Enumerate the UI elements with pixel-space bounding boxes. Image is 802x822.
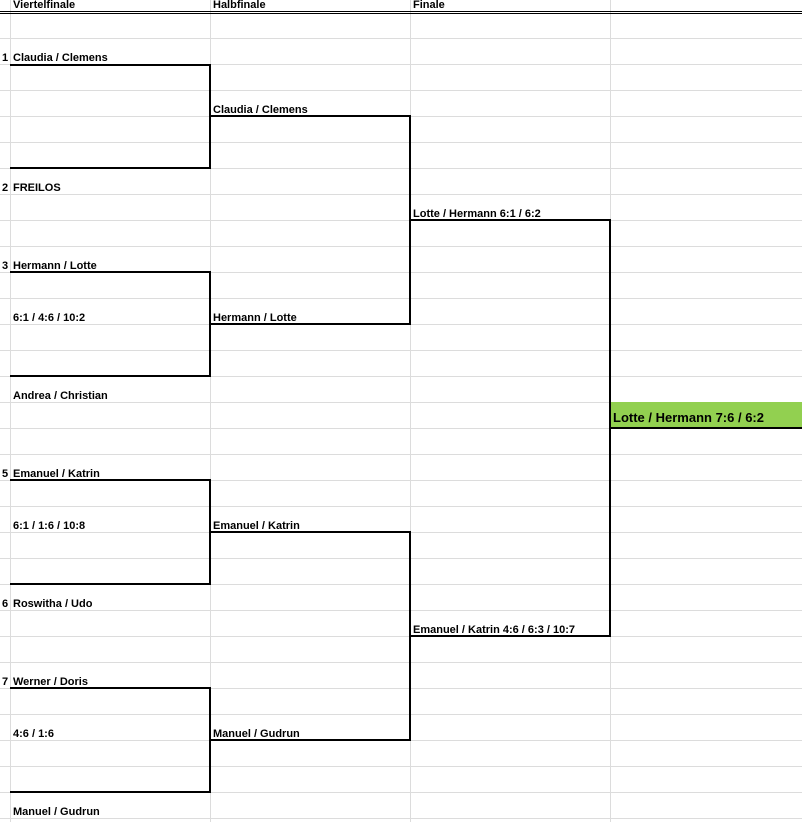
- row-gridline: [0, 506, 802, 507]
- final-player-cell[interactable]: Lotte / Hermann 6:1 / 6:2: [413, 208, 541, 220]
- bracket-line: [10, 167, 211, 169]
- qf-player-cell[interactable]: Andrea / Christian: [13, 390, 108, 402]
- bracket-line: [10, 375, 211, 377]
- row-gridline: [0, 636, 802, 637]
- row-gridline: [0, 298, 802, 299]
- row-gridline: [0, 350, 802, 351]
- row-gridline: [0, 376, 802, 377]
- row-gridline: [0, 662, 802, 663]
- seed-number: 1: [2, 52, 9, 64]
- qf-player-cell[interactable]: Emanuel / Katrin: [13, 468, 100, 480]
- row-gridline: [0, 220, 802, 221]
- qf-player-cell[interactable]: Roswitha / Udo: [13, 598, 93, 610]
- row-gridline: [0, 688, 802, 689]
- row-gridline: [0, 246, 802, 247]
- row-gridline: [0, 454, 802, 455]
- column-gridline: [410, 0, 411, 822]
- row-gridline: [0, 90, 802, 91]
- row-gridline: [0, 38, 802, 39]
- bracket-line: [410, 219, 611, 221]
- qf-score-cell[interactable]: 6:1 / 1:6 / 10:8: [13, 520, 86, 532]
- qf-score-cell[interactable]: 6:1 / 4:6 / 10:2: [13, 312, 86, 324]
- row-gridline: [0, 714, 802, 715]
- header-border-double: [0, 13, 802, 14]
- qf-score-cell[interactable]: 4:6 / 1:6: [13, 728, 54, 740]
- qf-player-cell[interactable]: Hermann / Lotte: [13, 260, 97, 272]
- seed-number: 3: [2, 260, 9, 272]
- row-gridline: [0, 766, 802, 767]
- sf-player-cell[interactable]: Hermann / Lotte: [213, 312, 297, 324]
- sf-player-cell[interactable]: Manuel / Gudrun: [213, 728, 300, 740]
- row-gridline: [0, 428, 802, 429]
- seed-number: 7: [2, 676, 9, 688]
- bracket-line: [210, 115, 411, 117]
- header-finale: Finale: [413, 0, 445, 11]
- row-gridline: [0, 142, 802, 143]
- row-gridline: [0, 558, 802, 559]
- qf-player-cell[interactable]: Claudia / Clemens: [13, 52, 108, 64]
- row-gridline: [0, 272, 802, 273]
- bracket-line: [10, 271, 211, 273]
- header-viertelfinale: Viertelfinale: [13, 0, 76, 11]
- header-border: [0, 11, 802, 12]
- winner-cell[interactable]: Lotte / Hermann 7:6 / 6:2: [613, 410, 764, 425]
- bracket-line: [10, 64, 211, 66]
- row-gridline: [0, 818, 802, 819]
- column-gridline: [210, 0, 211, 822]
- final-player-cell[interactable]: Emanuel / Katrin 4:6 / 6:3 / 10:7: [413, 624, 576, 636]
- bracket-line: [10, 791, 211, 793]
- bracket-line: [210, 739, 411, 741]
- seed-number: 5: [2, 468, 9, 480]
- bracket-line: [10, 687, 211, 689]
- bracket-line: [610, 427, 802, 429]
- bracket-line: [210, 323, 411, 325]
- bracket-line: [10, 479, 211, 481]
- winner-highlight: [611, 402, 802, 427]
- bracket-line: [210, 531, 411, 533]
- row-gridline: [0, 610, 802, 611]
- qf-player-cell[interactable]: Manuel / Gudrun: [13, 806, 100, 818]
- column-gridline: [10, 0, 11, 822]
- row-gridline: [0, 480, 802, 481]
- sf-player-cell[interactable]: Claudia / Clemens: [213, 104, 308, 116]
- header-halbfinale: Halbfinale: [213, 0, 266, 11]
- bracket-line: [10, 583, 211, 585]
- row-gridline: [0, 168, 802, 169]
- row-gridline: [0, 194, 802, 195]
- sf-player-cell[interactable]: Emanuel / Katrin: [213, 520, 300, 532]
- qf-player-cell[interactable]: FREILOS: [13, 182, 61, 194]
- row-gridline: [0, 792, 802, 793]
- row-gridline: [0, 402, 802, 403]
- qf-player-cell[interactable]: Werner / Doris: [13, 676, 88, 688]
- row-gridline: [0, 584, 802, 585]
- bracket-line: [410, 635, 611, 637]
- row-gridline: [0, 64, 802, 65]
- seed-number: 2: [2, 182, 9, 194]
- seed-number: 6: [2, 598, 9, 610]
